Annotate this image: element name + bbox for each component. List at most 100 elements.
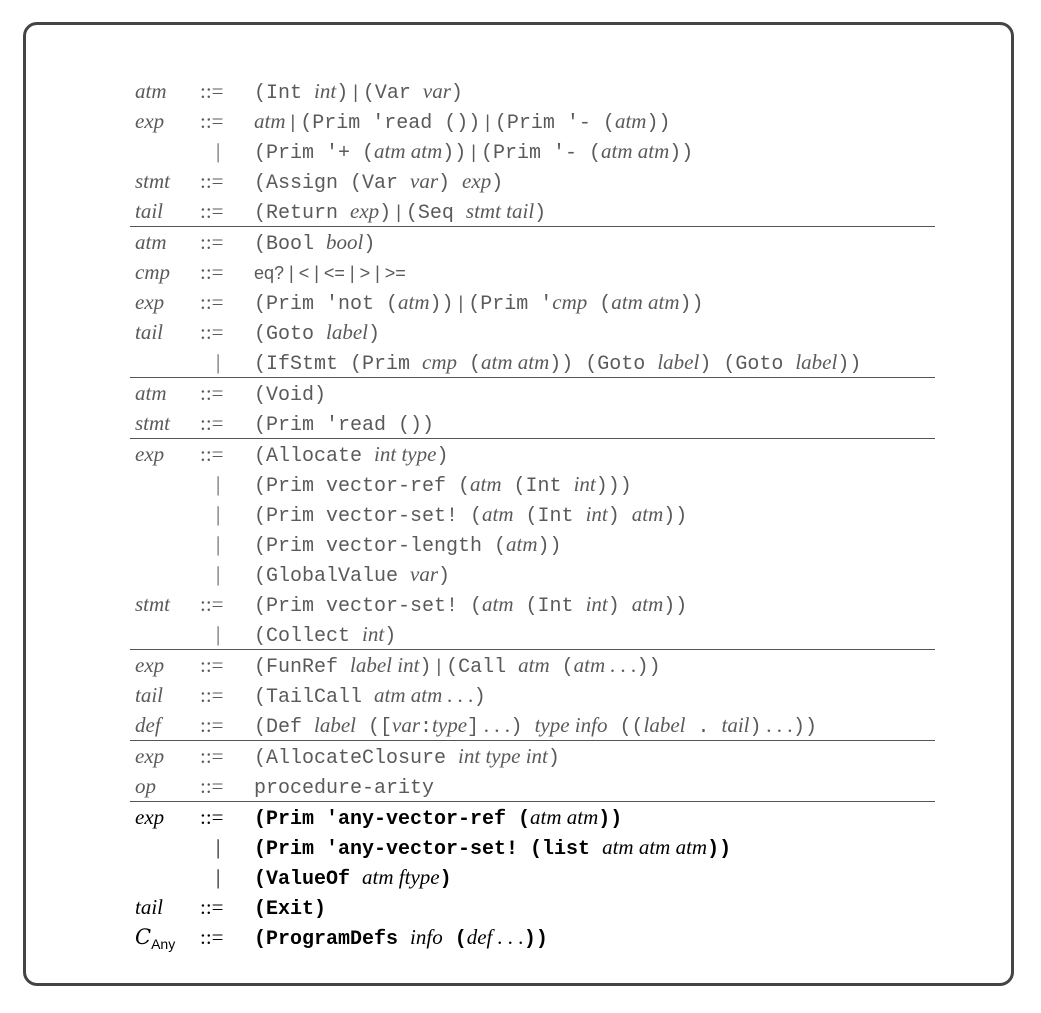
terminal-text: ) (Goto [699,353,796,376]
terminal-text: ) [379,202,392,225]
terminal-text: (Int [513,595,586,618]
grammar-rule-row: | (Prim vector-set! (atm (Int int) atm)) [130,499,935,529]
terminal-text: (ValueOf [254,868,363,891]
grammar-table: atm::=(Int int) | (Var var)exp::=atm | (… [130,76,935,952]
grammar-rule-row: | (IfStmt (Prim cmp (atm atm)) (Goto labe… [130,347,935,377]
grammar-section: exp::=(Allocate int type)|(Prim vector-r… [130,438,935,649]
terminal-text: ) [473,686,486,709]
production-body: (IfStmt (Prim cmp (atm atm)) (Goto label… [254,347,861,380]
terminal-text: (AllocateClosure [254,747,459,770]
grammar-rule-row: |(Collect int) [130,619,935,649]
terminal-text: (Def [254,716,315,739]
metavariable-text: atm [573,653,606,677]
metavariable-text: . . . [761,713,794,737]
metavariable-text: label [643,713,686,737]
metavariable-text: var [422,79,451,103]
terminal-text: (Call [446,656,519,679]
grammar-rule-row: tail::=(Exit) [130,892,935,922]
nonterminal: stmt [135,592,171,616]
metavariable-text: atm atm [481,350,550,374]
terminal-text: (Prim 'read ()) [254,414,435,437]
grammar-section: atm::=(Void)stmt::=(Prim 'read ()) [130,377,935,438]
terminal-text: (Prim 'read ()) [300,112,481,135]
terminal-text: ) [607,595,632,618]
terminal-text: )) [837,353,862,376]
production-operator: ::= [200,381,224,405]
metavariable-text: atm [398,290,430,314]
terminal-text: ) [749,716,762,739]
terminal-text: (Prim vector-set! ( [254,595,483,618]
grammar-rule-row: tail::=(Goto label) [130,317,935,347]
terminal-text: ) [607,505,632,528]
nonterminal: exp [135,442,165,466]
metavariable-text: exp [350,199,380,223]
metavariable-text: type [432,713,468,737]
nonterminal: tail [135,683,164,707]
terminal-text: (Prim '+ ( [254,142,375,165]
terminal-text: (Prim '- ( [480,142,602,165]
metavariable-text: atm atm [374,683,443,707]
grammar-rule-row: exp::=(FunRef label int) | (Call atm (at… [130,650,935,680]
terminal-text: ) [384,625,397,648]
production-body: (Exit) [254,892,326,925]
grammar-frame [23,22,1014,986]
terminal-text: procedure-arity [254,777,435,800]
nonterminal: cmp [135,260,170,284]
metavariable-text: atm atm atm [602,835,708,859]
grammar-rule-row: exp::=(Prim 'not (atm)) | (Prim 'cmp (at… [130,287,935,317]
metavariable-text: int [314,79,337,103]
nonterminal: def [135,713,161,737]
alternative-bar: | [216,350,221,374]
terminal-text: (Prim vector-length ( [254,535,507,558]
metavariable-text: . . . [605,653,637,677]
terminal-text: )) [523,928,548,951]
terminal-text: ) [439,868,452,891]
symbol-text: | [285,112,301,132]
alternative-bar: | [216,865,221,889]
production-body: (Assign (Var var) exp) [254,166,503,199]
nonterminal: exp [135,109,165,133]
terminal-text: ) [547,747,560,770]
symbol-text: | [348,82,363,102]
production-body: (Prim 'not (atm)) | (Prim 'cmp (atm atm)… [254,287,704,320]
production-body: (Return exp) | (Seq stmt tail) [254,196,546,229]
production-operator: ::= [200,713,224,737]
nonterminal-subscript: Any [151,936,176,953]
metavariable-text: int [585,502,608,526]
grammar-rule-row: op::=procedure-arity [130,771,935,801]
grammar-rule-row: atm::=(Bool bool) [130,227,935,257]
terminal-text: (GlobalValue [254,565,411,588]
grammar-section: exp::=(Prim 'any-vector-ref (atm atm))|(… [130,801,935,952]
production-body: (AllocateClosure int type int) [254,741,560,774]
production-body: (Prim 'any-vector-ref (atm atm)) [254,802,622,835]
terminal-text: )) [679,293,704,316]
terminal-text: )) [707,838,732,861]
terminal-text: (Int [254,82,315,105]
production-body: (Prim vector-set! (atm (Int int) atm)) [254,499,687,532]
grammar-rule-row: atm::=(Int int) | (Var var) [130,76,935,106]
metavariable-text: label [657,350,700,374]
alternative-bar: | [216,562,221,586]
production-operator: ::= [200,895,224,919]
production-operator: ::= [200,592,224,616]
production-operator: ::= [200,260,224,284]
terminal-text: (TailCall [254,686,375,709]
production-operator: ::= [200,109,224,133]
terminal-text: ] [467,716,480,739]
alternative-bar: | [216,835,221,859]
terminal-text: )) [669,142,694,165]
terminal-text: ) [363,233,376,256]
metavariable-text: bool [326,230,364,254]
symbol-text: | [453,293,469,313]
metavariable-text: label int [350,653,420,677]
terminal-text: )) [537,535,562,558]
alternative-bar: | [216,502,221,526]
metavariable-text: atm [254,109,286,133]
grammar-rule-row: exp::=(AllocateClosure int type int) [130,741,935,771]
terminal-text: ) [438,565,451,588]
terminal-text: : [420,716,433,739]
production-body: (Prim 'read ()) [254,408,434,441]
production-body: (Prim vector-set! (atm (Int int) atm)) [254,589,687,622]
nonterminal: exp [135,290,165,314]
terminal-text: ( [549,656,574,679]
